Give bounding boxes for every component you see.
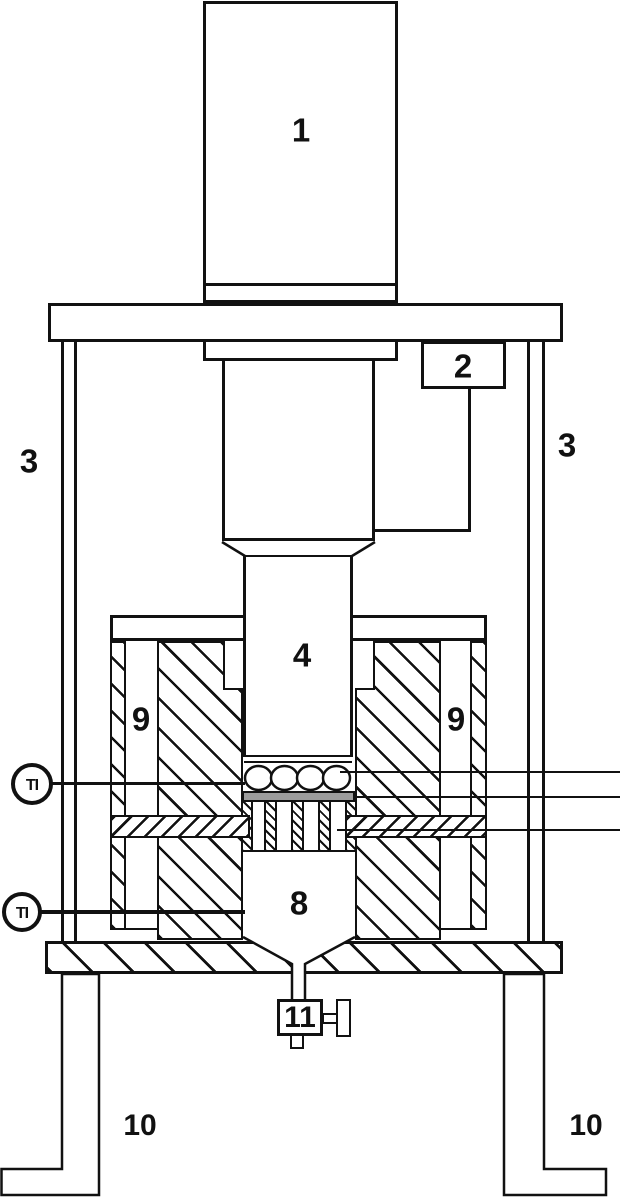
label-2: 2 [453, 347, 473, 385]
grate-post [264, 802, 277, 852]
column-left-inner [74, 342, 77, 941]
label-9-right: 9 [446, 700, 466, 738]
drain-valve-body [277, 999, 323, 1036]
furnace-right-outer-wall [470, 641, 487, 930]
leader-line-balls [340, 771, 620, 773]
hydraulic-cylinder-body [203, 1, 398, 303]
leader-line-sample-bar [353, 796, 620, 798]
furnace-right-channel [441, 641, 470, 930]
punch-plate [244, 757, 352, 763]
grate-post [291, 802, 304, 852]
ball [269, 764, 300, 792]
ball [243, 764, 274, 792]
press-ram [243, 555, 353, 757]
label-3-right: 3 [557, 426, 577, 464]
furnace-left-outer-wall [110, 641, 126, 930]
thermocouple-lower-circle [2, 892, 42, 932]
label-3-left: 3 [19, 442, 39, 480]
cylinder-divider-line [206, 283, 395, 286]
ball [321, 764, 352, 792]
bevel-left-line [221, 540, 246, 558]
ram-flange [203, 342, 398, 361]
leg-left [0, 972, 101, 1197]
leg-right [502, 972, 608, 1197]
furnace-right-notch [355, 641, 375, 690]
ball [295, 764, 326, 792]
label-8: 8 [289, 884, 309, 922]
base-plate [45, 941, 563, 974]
label-10-left: 10 [123, 1109, 157, 1142]
thermocouple-upper-lead [50, 781, 245, 785]
label-1: 1 [291, 111, 311, 149]
furnace-right-block [355, 641, 441, 940]
grate-bottom-line [243, 850, 355, 853]
lower-chamber [243, 852, 355, 938]
label-10-right: 10 [569, 1109, 603, 1142]
column-left-outer [61, 342, 64, 941]
ram-cylinder [222, 361, 375, 541]
thermocouple-lower-lead [39, 910, 245, 914]
top-crosshead-beam [48, 303, 563, 342]
support-band-right [345, 815, 487, 838]
drain-valve-outlet [290, 1036, 304, 1049]
label-4: 4 [292, 636, 312, 674]
sample-bar [242, 791, 355, 802]
furnace-left-notch [223, 641, 243, 690]
furnace-left-channel [126, 641, 157, 930]
bevel-right-line [351, 540, 376, 558]
column-right-inner [527, 342, 530, 941]
control-wire-vertical [468, 389, 471, 532]
thermocouple-upper-circle [11, 763, 53, 805]
drain-valve-handle [336, 999, 351, 1037]
support-band-left [110, 815, 250, 838]
leader-line-band [337, 829, 620, 831]
thermocouple-lower-label: TI [16, 905, 29, 922]
control-wire-horizontal [375, 529, 470, 532]
control-box [421, 341, 506, 389]
thermocouple-upper-label: TI [26, 777, 39, 794]
label-11: 11 [284, 1001, 316, 1034]
label-9-left: 9 [131, 700, 151, 738]
grate-post [318, 802, 331, 852]
column-right-outer [542, 342, 545, 941]
furnace-left-block [157, 641, 243, 940]
